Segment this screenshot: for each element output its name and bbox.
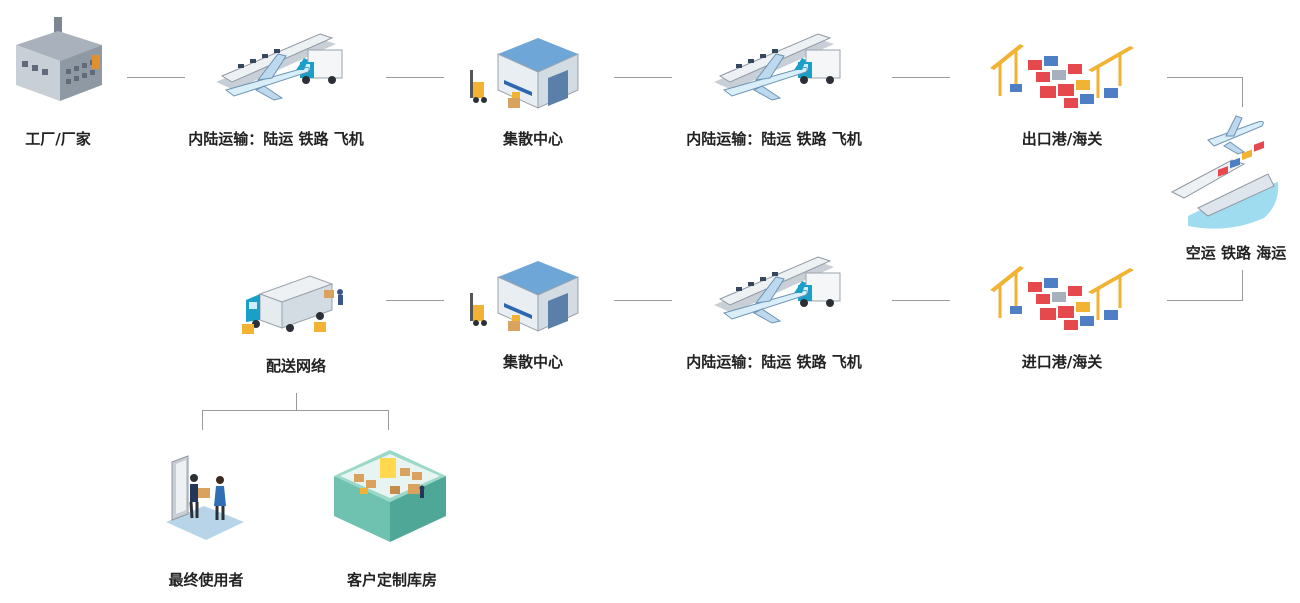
door-handover-icon xyxy=(164,448,246,544)
label-distribution-center-2: 集散中心 xyxy=(502,353,563,371)
connector-transit-import-h xyxy=(1167,300,1243,301)
plane-train-truck-icon xyxy=(706,20,846,104)
storage-room-icon xyxy=(330,446,450,544)
plane-train-ship-icon xyxy=(1168,108,1280,234)
label-import-port: 进口港/海关 xyxy=(1021,353,1103,371)
port-crane-icon xyxy=(980,36,1140,112)
label-custom-warehouse: 客户定制库房 xyxy=(346,571,437,589)
label-factory: 工厂/厂家 xyxy=(25,130,91,148)
warehouse-forklift-icon xyxy=(468,34,583,114)
delivery-truck-icon xyxy=(240,270,350,342)
port-crane-icon xyxy=(980,258,1140,334)
connector-branch-right xyxy=(388,410,389,430)
label-distribution-center-1: 集散中心 xyxy=(502,130,563,148)
warehouse-forklift-icon xyxy=(468,257,583,337)
factory-icon xyxy=(14,15,104,103)
label-inland-transport-1: 内陆运输：陆运 铁路 飞机 xyxy=(188,130,364,148)
connector-export-transit-h xyxy=(1167,77,1242,78)
label-inland-transport-2: 内陆运输：陆运 铁路 飞机 xyxy=(686,130,862,148)
connector-hub-inland xyxy=(614,77,672,78)
connector-factory-inland xyxy=(127,77,185,78)
label-export-port: 出口港/海关 xyxy=(1021,130,1103,148)
label-end-user: 最终使用者 xyxy=(168,571,244,589)
label-distribution-network: 配送网络 xyxy=(265,357,326,375)
plane-train-truck-icon xyxy=(706,243,846,327)
connector-distribution-stem xyxy=(296,393,297,410)
label-inland-transport-3: 内陆运输：陆运 铁路 飞机 xyxy=(686,353,862,371)
connector-inland-hub xyxy=(386,77,444,78)
plane-train-truck-icon xyxy=(208,20,348,104)
connector-inland-hub-2 xyxy=(614,300,672,301)
connector-import-inland xyxy=(892,300,950,301)
connector-transit-import-v xyxy=(1242,270,1243,301)
connector-branch-bar xyxy=(202,410,389,411)
label-transit: 空运 铁路 海运 xyxy=(1185,244,1287,262)
connector-inland-export xyxy=(892,77,950,78)
connector-hub-distribution xyxy=(386,300,444,301)
connector-export-transit-v xyxy=(1242,77,1243,107)
connector-branch-left xyxy=(202,410,203,430)
